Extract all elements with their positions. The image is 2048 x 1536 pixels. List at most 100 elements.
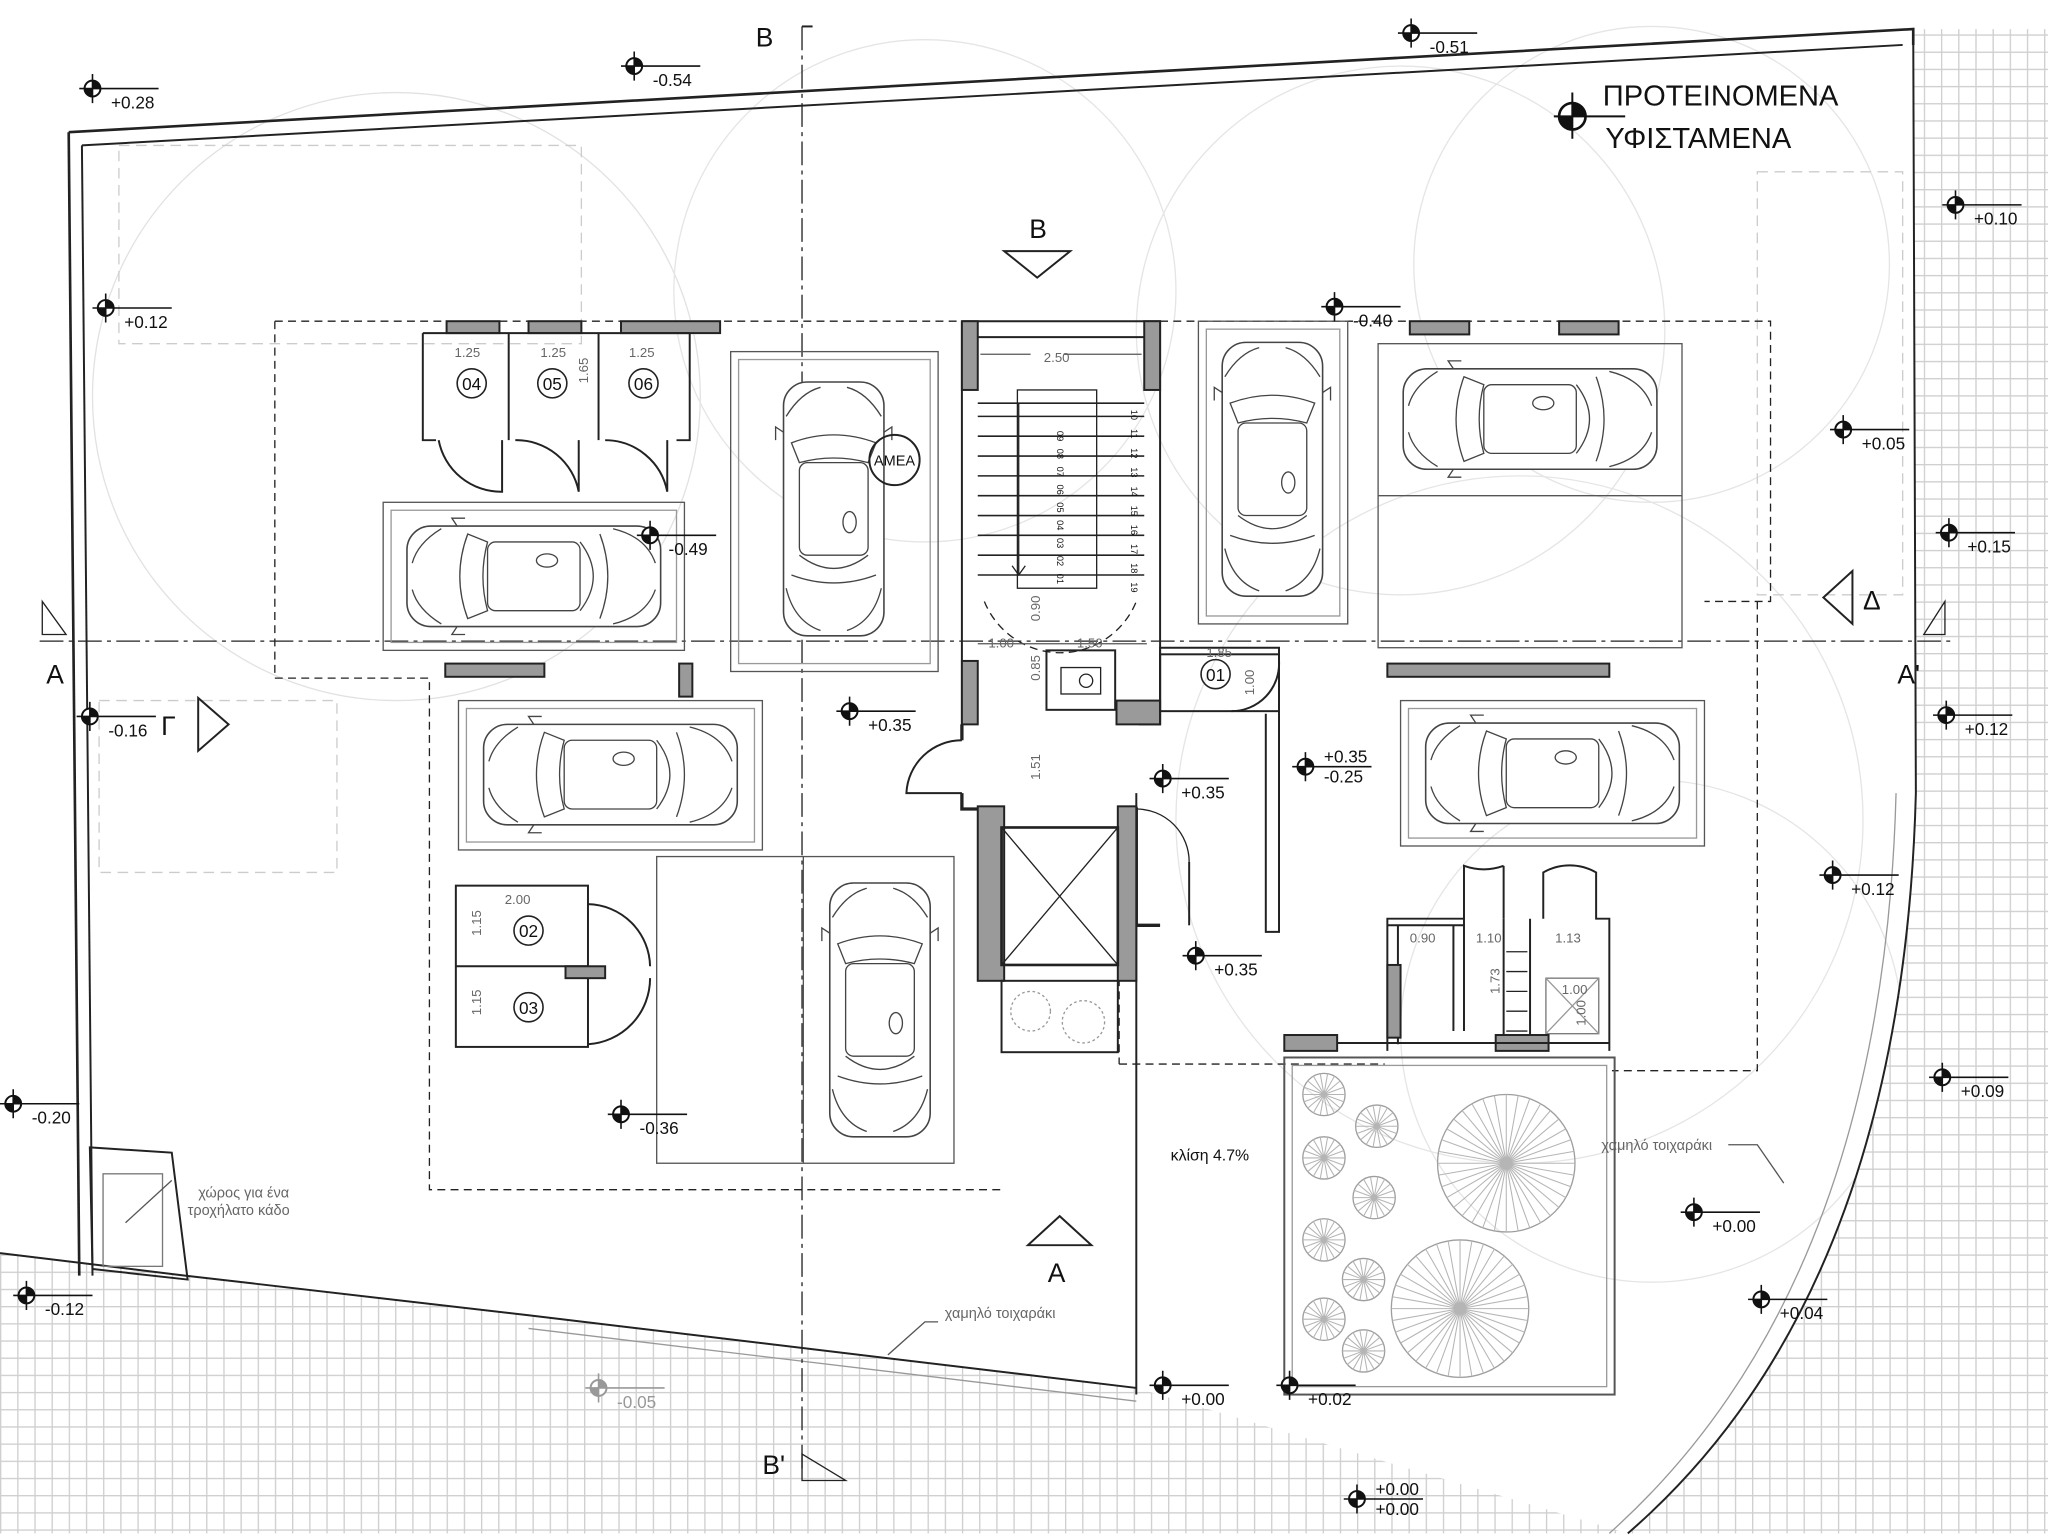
room-number-label: 03 [519,998,538,1018]
elevation-value: +0.00 [1712,1216,1755,1236]
wheelie-bin-area: χώρος για ένα τροχήλατο κάδο [88,1146,290,1281]
plot-boundary [67,27,1915,1395]
elevation-marker: +0.05 [1829,415,1910,453]
elevation-value: +0.35 [1214,960,1257,980]
stair-step-number: 05 [1055,502,1065,512]
proposed-elevation-icon [1819,860,1899,890]
elevation-marker: +0.35 [1149,764,1229,802]
room-number-label: 04 [462,374,482,394]
elevation-marker: -0.05 [585,1373,665,1412]
plant-icon [1341,1257,1386,1302]
bin-note-line2: τροχήλατο κάδο [188,1203,290,1219]
section-b-top-label: B [756,22,774,52]
proposed-elevation-icon [13,1280,93,1310]
stair-step-number: 15 [1129,506,1139,516]
proposed-elevation-icon [1182,941,1262,971]
room-01: 1.85 1.00 [1159,645,1281,713]
dim-landing-1: 1.00 [988,636,1014,651]
elevation-value: -0.49 [669,539,708,559]
low-wall-notes: χαμηλό τοιχαράκι χαμηλό τοιχαράκι [887,1138,1785,1356]
dim-room-01-width: 1.85 [1206,645,1232,660]
proposed-elevation-icon [1292,752,1372,782]
elevation-markers: +0.28-0.54-0.51+0.12+0.10-0.40+0.05-0.49… [0,18,2022,1519]
elevation-value: -0.05 [617,1392,656,1412]
section-b-arrow-label: B [1029,214,1047,244]
proposed-elevation-icon [636,520,717,550]
stair-step-number: 12 [1129,448,1139,458]
section-gamma-label: Γ [161,711,176,741]
section-delta-label: Δ [1863,585,1881,615]
amea-label: ΑΜΕΑ [874,453,915,469]
elevation-value: -0.54 [653,70,693,90]
elevation-value: +0.35 [868,715,911,735]
car-icon [774,381,893,637]
stair-step-number: 03 [1055,538,1065,548]
elevation-marker: +0.35 [836,696,916,735]
pavement-hatch [0,29,2048,1535]
section-axes [39,26,1956,1474]
elevation-marker: +0.28 [79,74,159,112]
stair-step-number: 06 [1055,484,1065,494]
proposed-elevation-icon [1829,415,1910,445]
plant-icon [1302,1072,1346,1117]
proposed-elevation-icon [1343,1484,1424,1514]
stair-step-number: 04 [1055,520,1065,530]
elevation-marker: -0.40 [1321,292,1401,331]
elevation-marker: +0.04 [1748,1284,1828,1323]
proposed-elevation-icon [607,1099,688,1129]
elevation-value: -0.36 [640,1118,679,1138]
elevation-marker: -0.16 [76,701,156,740]
proposed-elevation-icon [836,696,916,726]
proposed-elevation-icon [1942,190,2022,220]
elevation-value: +0.04 [1780,1303,1824,1323]
plant-icon [1302,1297,1346,1342]
proposed-elevation-icon [1276,1370,1356,1400]
dim-wc-173: 1.73 [1488,968,1503,994]
elevation-marker: -0.12 [13,1280,93,1319]
elevation-marker: +0.12 [1933,700,2013,739]
legend-existing: ΥΦΙΣΤΑΜΕΝΑ [1605,123,1792,155]
room-number-label: 02 [519,921,538,941]
proposed-elevation-icon [76,701,156,731]
elevation-marker: +0.12 [92,293,172,332]
elevation-marker: +0.35-0.25 [1292,747,1372,787]
dim-storage-height: 1.65 [576,358,591,384]
dim-room-01-height: 1.00 [1242,670,1257,696]
elevation-marker: -0.36 [607,1099,688,1138]
dim-storage-06-width: 1.25 [629,345,655,360]
dim-151: 1.51 [1028,754,1043,780]
plant-icon [1352,1175,1396,1220]
dim-wc-090: 0.90 [1410,930,1436,945]
elevation-value: +0.05 [1862,433,1905,453]
elevation-value: +0.10 [1974,209,2017,229]
low-wall-note-right: χαμηλό τοιχαράκι [1601,1138,1712,1154]
stair-step-number: 02 [1055,556,1065,566]
elevation-value: -0.20 [32,1108,71,1128]
elevation-value: +0.00 [1181,1389,1224,1409]
elevation-marker: +0.00 [1149,1370,1229,1409]
elevation-value: +0.02 [1308,1389,1351,1409]
elevation-value: +0.12 [1965,719,2008,739]
plant-icon [1354,1104,1399,1149]
proposed-elevation-icon [79,74,159,104]
elevation-symbol-icon [1553,92,1626,139]
wheelchair-icon [1060,666,1102,695]
car-icon [821,882,939,1138]
elevation-marker: +0.35 [1182,941,1262,980]
proposed-elevation-icon [1935,518,2015,548]
dim-storage-05-width: 1.25 [540,345,566,360]
dim-shower-width: 1.00 [1562,982,1588,997]
proposed-elevation-icon [1397,18,1478,48]
existing-elevation-icon [585,1373,665,1403]
room-number-label: 05 [543,374,562,394]
stair-step-number: 13 [1129,467,1139,477]
proposed-elevation-icon [0,1089,80,1119]
stair-step-number: 17 [1129,544,1139,554]
elevation-marker: +0.12 [1819,860,1899,899]
stair-step-number: 10 [1129,410,1139,420]
plant-icon [1302,1218,1346,1262]
room-number-05: 05 [536,368,568,399]
elevation-marker: +0.02 [1276,1370,1356,1409]
